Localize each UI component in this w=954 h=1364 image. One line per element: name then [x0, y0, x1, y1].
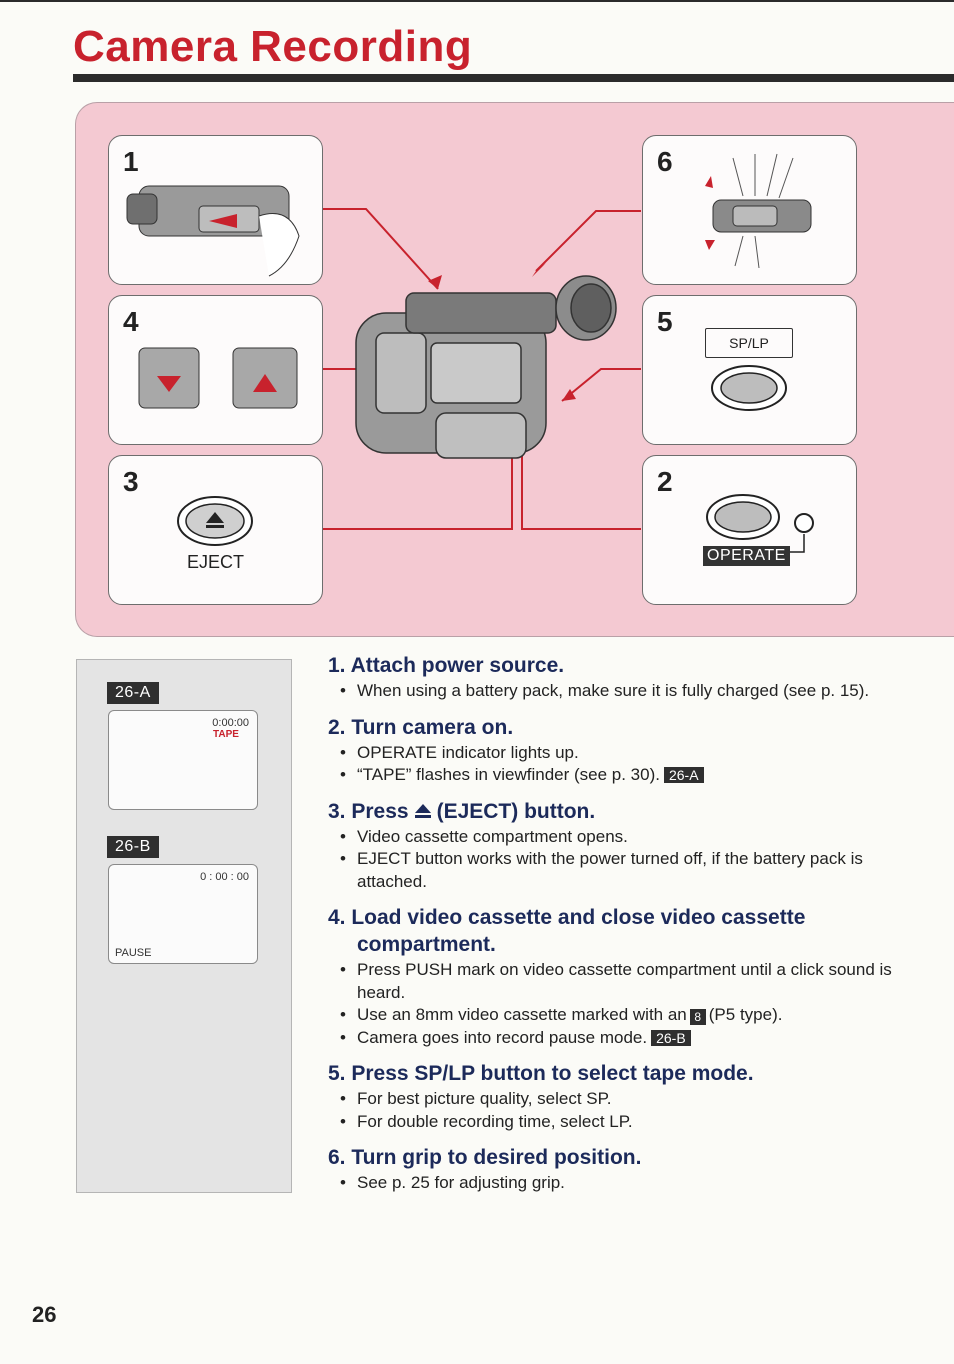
timecode: 0:00:00 [212, 717, 249, 729]
title-rule [73, 74, 954, 82]
camera-illustration: 1 4 3 EJECT 6 [75, 102, 954, 637]
timecode: 0 : 00 : 00 [200, 871, 249, 883]
grip-rotate-icon [705, 153, 812, 269]
step-bullet: Video cassette compartment opens. [340, 826, 928, 849]
page-number: 26 [32, 1302, 57, 1327]
figure-tag-26b: 26-B [107, 836, 159, 858]
figure-ref-26a: 26-A [663, 767, 704, 783]
panel-step-6: 6 [642, 135, 857, 285]
panel-number: 2 [657, 466, 673, 497]
panel-number: 5 [657, 306, 673, 337]
step-heading: 3. Press (EJECT) button. [328, 798, 928, 825]
step-bullet: When using a battery pack, make sure it … [340, 680, 928, 703]
instructions: 1. Attach power source. When using a bat… [328, 652, 928, 1206]
panel-step-1: 1 [108, 135, 323, 285]
sp-lp-button-icon [711, 365, 787, 411]
step-5: 5. Press SP/LP button to select tape mod… [328, 1060, 928, 1133]
step-bullet: EJECT button works with the power turned… [340, 848, 928, 893]
eject-button-icon [177, 496, 253, 546]
camcorder-body [355, 275, 617, 459]
step-heading: 5. Press SP/LP button to select tape mod… [328, 1062, 754, 1085]
figure-ref-26b: 26-B [651, 1029, 691, 1046]
step-heading: 4. Load video cassette and close video c… [328, 904, 928, 958]
viewfinder-26a: 0:00:00 TAPE [108, 710, 258, 810]
panel-step-5: 5 SP/LP [642, 295, 857, 445]
8mm-mark-icon: 8 [689, 1009, 706, 1025]
sp-lp-label: SP/LP [705, 328, 793, 358]
panel-step-4: 4 [108, 295, 323, 445]
operate-button-icon [706, 494, 814, 553]
battery-attach-icon [126, 185, 300, 277]
figure-tag-26a: 26-A [107, 682, 159, 704]
step-1: 1. Attach power source. When using a bat… [328, 652, 928, 703]
heading-line2: compartment. [357, 933, 496, 956]
heading-pre: 3. Press [328, 799, 409, 823]
step-heading: 2. Turn camera on. [328, 715, 514, 739]
heading-post: (EJECT) button. [436, 799, 596, 823]
illustration-lines [322, 208, 641, 530]
panel-number: 3 [123, 466, 139, 497]
tape-indicator: TAPE [213, 729, 239, 740]
heading-line1: 4. Load video cassette and close video c… [328, 906, 806, 929]
top-rule [0, 0, 954, 2]
step-heading: 1. Attach power source. [328, 654, 565, 677]
viewfinder-26b: 0 : 00 : 00 PAUSE [108, 864, 258, 964]
step-bullet: For double recording time, select LP. [340, 1111, 928, 1134]
step-bullet: Camera goes into record pause mode.26-B [340, 1027, 928, 1050]
bullet-text: (P5 type). [708, 1005, 783, 1024]
operate-label: OPERATE [703, 546, 790, 566]
step-2: 2. Turn camera on. OPERATE indicator lig… [328, 714, 928, 787]
pause-indicator: PAUSE [115, 947, 152, 959]
eject-icon [414, 803, 431, 818]
bullet-text: “TAPE” flashes in viewfinder (see p. 30)… [357, 765, 660, 784]
panel-step-2: 2 OPERATE [642, 455, 857, 605]
step-3: 3. Press (EJECT) button. Video cassette c… [328, 798, 928, 894]
cassette-load-icon [138, 347, 298, 409]
bullet-text: Use an 8mm video cassette marked with an [357, 1005, 687, 1024]
panel-step-3: 3 EJECT [108, 455, 323, 605]
step-bullet: “TAPE” flashes in viewfinder (see p. 30)… [340, 764, 928, 787]
step-6: 6. Turn grip to desired position. See p.… [328, 1144, 928, 1195]
step-bullet: OPERATE indicator lights up. [340, 742, 928, 765]
eject-label: EJECT [186, 552, 244, 572]
bullet-text: Camera goes into record pause mode. [357, 1027, 648, 1047]
step-bullet: For best picture quality, select SP. [340, 1088, 928, 1111]
panel-number: 6 [657, 146, 673, 177]
step-bullet: Use an 8mm video cassette marked with an… [340, 1004, 928, 1027]
page-title: Camera Recording [73, 22, 473, 71]
step-4: 4. Load video cassette and close video c… [328, 904, 928, 1049]
viewfinder-sidebar: 26-A 0:00:00 TAPE 26-B 0 : 00 : 00 PAUSE [76, 659, 292, 1193]
step-bullet: See p. 25 for adjusting grip. [340, 1172, 928, 1195]
step-bullet: Press PUSH mark on video cassette compar… [340, 959, 928, 1004]
panel-number: 4 [123, 306, 139, 337]
panel-number: 1 [123, 146, 139, 177]
step-heading: 6. Turn grip to desired position. [328, 1146, 642, 1169]
